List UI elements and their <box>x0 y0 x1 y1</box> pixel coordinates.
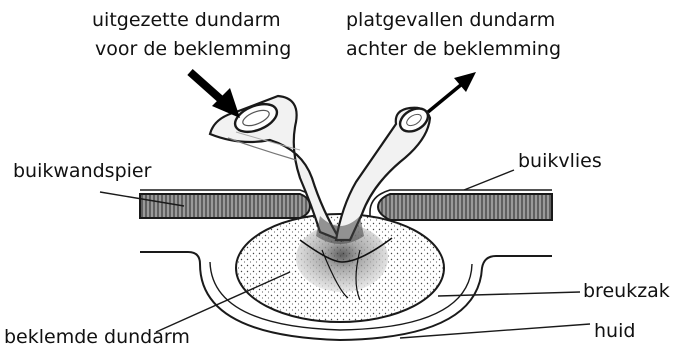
label-inflow-line2: voor de beklemming <box>95 38 291 60</box>
label-muscle: buikwandspier <box>13 160 151 182</box>
label-outflow-line2: achter de beklemming <box>346 38 561 60</box>
leader-sac <box>438 292 580 296</box>
inflow-arrow <box>190 72 240 118</box>
label-skin: huid <box>594 320 635 342</box>
label-hernia-sac: breukzak <box>583 280 670 302</box>
leader-skin <box>400 324 590 338</box>
muscle-right <box>378 194 552 220</box>
leader-peritoneum <box>464 170 514 190</box>
label-inflow-line1: uitgezette dundarm <box>92 9 281 31</box>
outflow-arrow <box>428 72 476 112</box>
label-trapped-bowel: beklemde dundarm <box>4 326 190 348</box>
label-outflow-line1: platgevallen dundarm <box>346 9 555 31</box>
label-peritoneum: buikvlies <box>518 150 602 172</box>
muscle-left <box>140 194 310 218</box>
